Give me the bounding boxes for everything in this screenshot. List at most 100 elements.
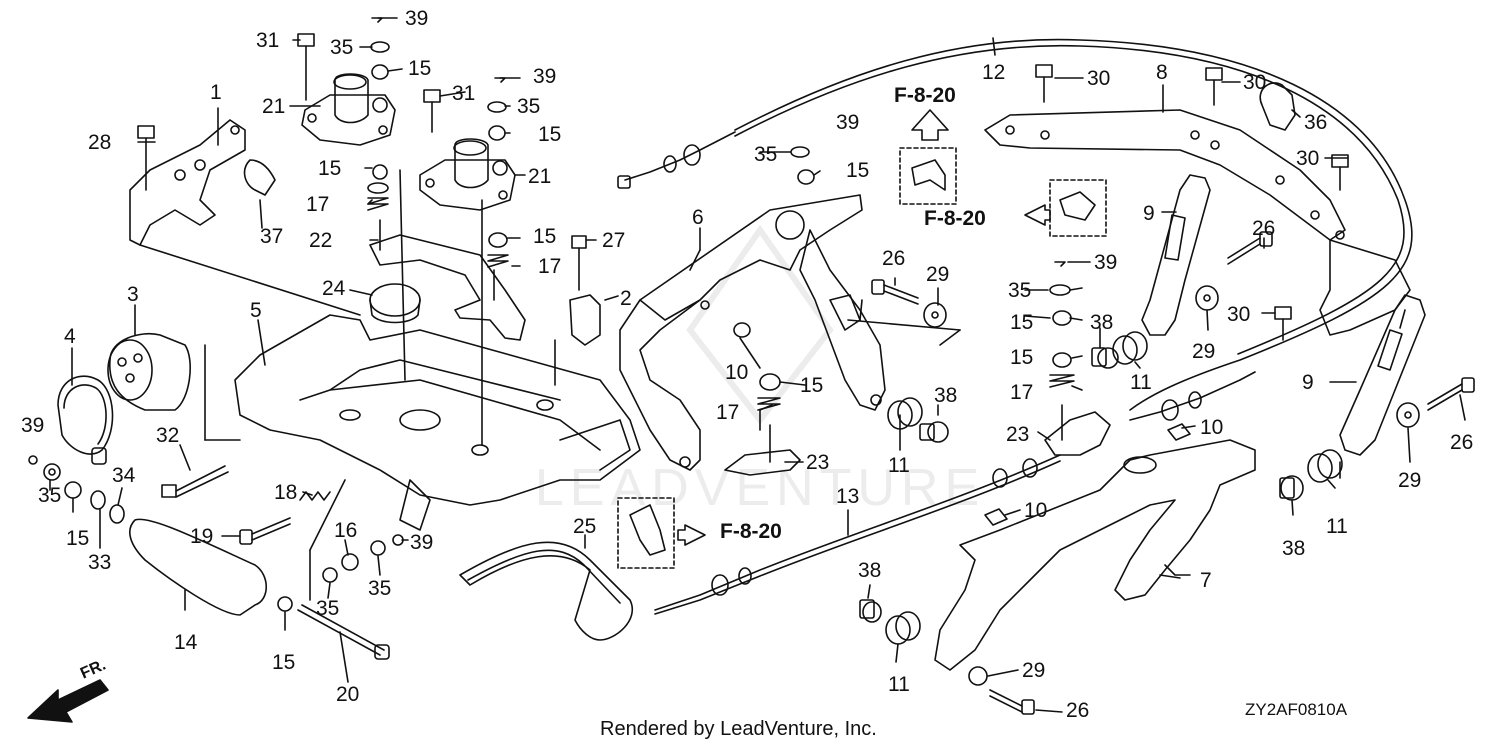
callout-10: 10 bbox=[1024, 499, 1048, 522]
callout-26: 26 bbox=[882, 247, 906, 270]
callout-35: 35 bbox=[330, 36, 354, 59]
part-21-plate-left bbox=[302, 95, 395, 145]
callout-39: 39 bbox=[1094, 251, 1118, 274]
callout-15: 15 bbox=[66, 527, 90, 550]
callout-15: 15 bbox=[533, 225, 557, 248]
callout-31: 31 bbox=[256, 29, 280, 52]
callout-15: 15 bbox=[318, 157, 342, 180]
cable-12-inner bbox=[735, 46, 1404, 354]
callout-24: 24 bbox=[322, 277, 346, 300]
callout-30: 30 bbox=[1087, 67, 1111, 90]
callout-20: 20 bbox=[336, 683, 360, 706]
callout-9: 9 bbox=[1143, 202, 1155, 225]
callout-18: 18 bbox=[274, 481, 298, 504]
callout-29: 29 bbox=[1022, 659, 1046, 682]
callout-23: 23 bbox=[1006, 423, 1030, 446]
callout-6: 6 bbox=[692, 206, 704, 229]
callout-15: 15 bbox=[846, 159, 870, 182]
callout-1: 1 bbox=[210, 81, 222, 104]
callout-5: 5 bbox=[250, 299, 262, 322]
fr-arrow bbox=[28, 680, 108, 722]
callout-30: 30 bbox=[1296, 147, 1320, 170]
part-24-cap bbox=[370, 284, 420, 316]
callout-17: 17 bbox=[538, 255, 562, 278]
callout-27: 27 bbox=[602, 229, 626, 252]
callout-38: 38 bbox=[1282, 537, 1306, 560]
callout-33: 33 bbox=[88, 551, 112, 574]
callout-15: 15 bbox=[408, 57, 432, 80]
cable-12-end bbox=[625, 132, 735, 180]
reference-label-bottom[interactable]: F-8-20 bbox=[720, 520, 782, 543]
part-22-arm bbox=[370, 235, 525, 340]
callout-15: 15 bbox=[538, 123, 562, 146]
part-1-bracket bbox=[130, 120, 245, 245]
callout-17: 17 bbox=[306, 193, 330, 216]
callout-17: 17 bbox=[716, 401, 740, 424]
part-4-clamp bbox=[58, 376, 113, 454]
diagram-code: ZY2AF0810A bbox=[1245, 700, 1348, 719]
callout-21: 21 bbox=[528, 165, 552, 188]
callout-37: 37 bbox=[260, 225, 284, 248]
callout-11: 11 bbox=[1130, 371, 1152, 394]
callout-35: 35 bbox=[754, 143, 778, 166]
callout-7: 7 bbox=[1200, 569, 1212, 592]
callout-11: 11 bbox=[888, 454, 910, 477]
reference-label-top[interactable]: F-8-20 bbox=[894, 84, 956, 107]
part-8-bar bbox=[985, 110, 1345, 240]
cable-13 bbox=[655, 455, 1060, 610]
callout-38: 38 bbox=[1090, 311, 1114, 334]
callout-39: 39 bbox=[836, 111, 860, 134]
callout-35: 35 bbox=[38, 484, 62, 507]
part-23-lever-right bbox=[1045, 412, 1110, 455]
callout-8: 8 bbox=[1156, 61, 1168, 84]
callout-16: 16 bbox=[334, 519, 358, 542]
callout-22: 22 bbox=[309, 229, 333, 252]
callout-11: 11 bbox=[1326, 515, 1348, 538]
part-23-lever-left bbox=[725, 450, 800, 475]
callout-35: 35 bbox=[1008, 279, 1032, 302]
callout-15: 15 bbox=[1010, 311, 1034, 334]
part-9-arm-lower bbox=[1340, 295, 1425, 455]
callout-2: 2 bbox=[620, 287, 632, 310]
watermark: LEADVENTURE bbox=[535, 459, 985, 517]
part-21-plate-right bbox=[420, 160, 515, 210]
callout-30: 30 bbox=[1243, 71, 1267, 94]
callout-35: 35 bbox=[517, 95, 541, 118]
callout-3: 3 bbox=[127, 283, 139, 306]
part-6-frame bbox=[620, 195, 862, 470]
part-25-loop bbox=[460, 542, 632, 640]
part-7-frame bbox=[935, 440, 1255, 670]
callout-23: 23 bbox=[806, 451, 830, 474]
reference-label-middle[interactable]: F-8-20 bbox=[924, 207, 986, 230]
callout-10: 10 bbox=[725, 361, 749, 384]
callout-26: 26 bbox=[1066, 699, 1090, 722]
callout-28: 28 bbox=[88, 131, 112, 154]
callout-29: 29 bbox=[1192, 340, 1216, 363]
callout-29: 29 bbox=[926, 263, 950, 286]
callout-9: 9 bbox=[1302, 371, 1314, 394]
callout-32: 32 bbox=[156, 424, 180, 447]
callout-12: 12 bbox=[982, 61, 1006, 84]
callout-11: 11 bbox=[888, 673, 910, 696]
callout-34: 34 bbox=[112, 464, 136, 487]
callout-29: 29 bbox=[1398, 469, 1422, 492]
cable-12 bbox=[735, 40, 1412, 410]
callout-10: 10 bbox=[1200, 416, 1224, 439]
callout-39: 39 bbox=[533, 65, 557, 88]
callout-15: 15 bbox=[1010, 346, 1034, 369]
callout-38: 38 bbox=[934, 384, 958, 407]
part-5-housing bbox=[235, 315, 640, 505]
callout-30: 30 bbox=[1227, 303, 1251, 326]
callout-14: 14 bbox=[174, 631, 198, 654]
callout-39: 39 bbox=[21, 414, 45, 437]
callout-26: 26 bbox=[1450, 431, 1474, 454]
callout-39: 39 bbox=[405, 7, 429, 30]
part-9-arm-upper bbox=[1142, 175, 1210, 335]
callout-19: 19 bbox=[190, 525, 214, 548]
callout-35: 35 bbox=[316, 597, 340, 620]
callout-31: 31 bbox=[452, 82, 476, 105]
callout-25: 25 bbox=[573, 515, 597, 538]
callout-13: 13 bbox=[836, 485, 860, 508]
callout-38: 38 bbox=[858, 559, 882, 582]
part-14-grip bbox=[130, 519, 266, 615]
